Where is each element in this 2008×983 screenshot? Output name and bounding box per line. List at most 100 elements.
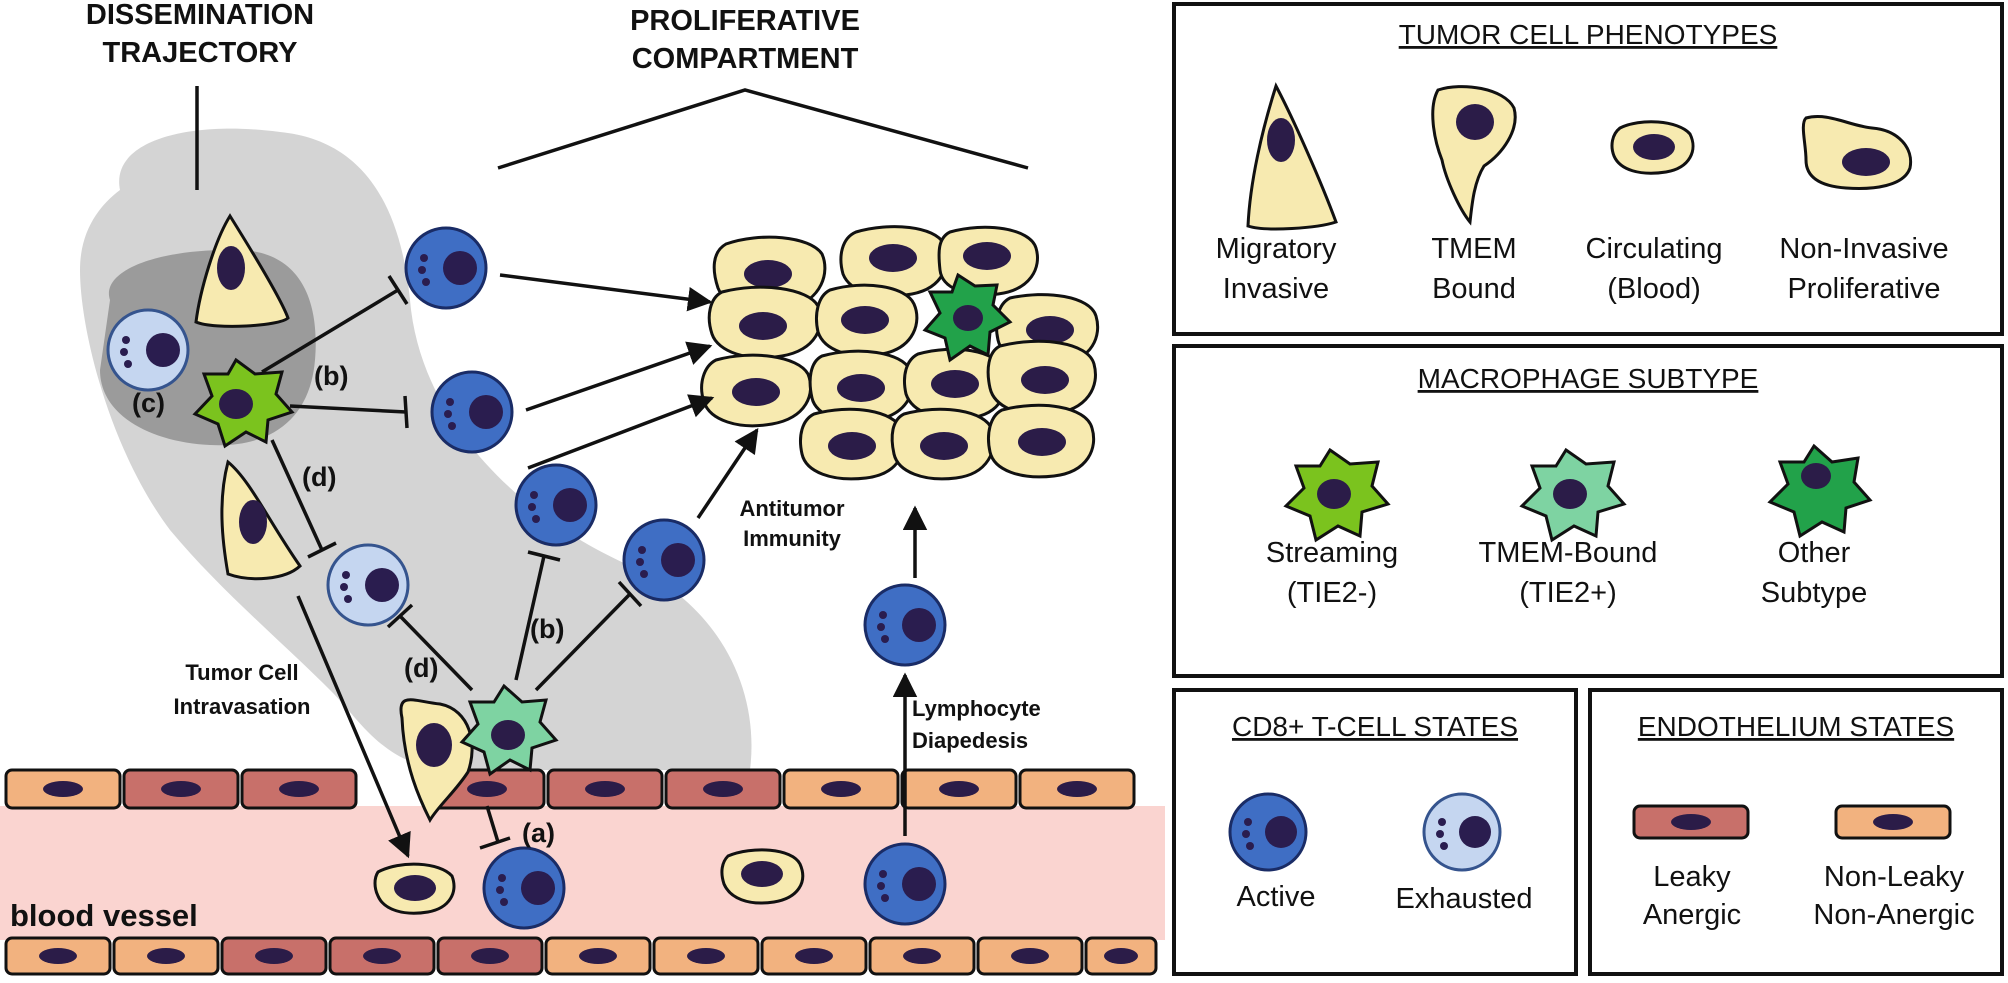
arrow-tcell-to-tumor [696, 427, 759, 519]
legend-active-granule [1242, 830, 1250, 838]
legend-migratory-label: Migratory [1216, 233, 1337, 265]
legend-migratory-cell [1246, 82, 1338, 231]
dissemination-label: TRAJECTORY [103, 37, 298, 69]
legend-exhausted-granule [1440, 842, 1448, 850]
tumor-cell-proliferative [707, 285, 823, 360]
endothelial-cell [1018, 768, 1136, 810]
tumor-cell-proliferative [815, 283, 919, 358]
blood-vessel-label: blood vessel [10, 898, 198, 933]
inhibition-d-bar [386, 603, 414, 629]
tumor-cell-proliferative [839, 225, 949, 298]
tumor-cell-proliferative [808, 349, 915, 424]
diapedesis-label: Lymphocyte [912, 696, 1041, 721]
inhibition-b [289, 404, 407, 414]
compartment-bracket [497, 88, 1029, 170]
legend-migratory-label: Invasive [1223, 273, 1329, 305]
legend-streaming-nucleus [1317, 479, 1351, 509]
legend-active-label: Active [1237, 881, 1316, 913]
legend-macrophage-title: MACROPHAGE SUBTYPE [1418, 363, 1759, 394]
legend-active-granule [1246, 842, 1254, 850]
legend-leaky-label: Leaky [1653, 861, 1731, 893]
legend-tmem-macrophage-nucleus [1553, 479, 1587, 509]
legend-proliferative-label: Non-Invasive [1779, 233, 1948, 265]
endothelial-cell [782, 768, 900, 810]
endothelial-cell [664, 768, 782, 810]
legend-proliferative-label: Proliferative [1787, 273, 1940, 305]
letter-b: (b) [314, 361, 348, 391]
legend-active-granule [1244, 818, 1252, 826]
endothelial-cell [1084, 936, 1158, 976]
letter-b: (b) [530, 614, 564, 644]
endothelial-cell [328, 936, 436, 976]
legend-tmem-cell [1431, 85, 1517, 226]
arrow-intravasation [296, 595, 411, 859]
tumor-cell-circulating [720, 848, 805, 905]
legend-nonleaky-nucleus [1873, 814, 1913, 830]
inhibition-b [534, 592, 632, 692]
inhibition-b [261, 288, 399, 374]
legend-circulating-nucleus [1633, 134, 1675, 160]
inhibition-b-bar [617, 580, 643, 608]
legend-exhausted-tcell-nucleus [1459, 816, 1491, 848]
arrows [195, 86, 1029, 859]
intravasation-label: Tumor Cell [185, 660, 298, 685]
legend-streaming-label: Streaming [1266, 537, 1398, 569]
antitumor-label: Immunity [743, 526, 842, 551]
legend-endothelium-title: ENDOTHELIUM STATES [1638, 711, 1954, 742]
legend-exhausted-granule [1438, 818, 1446, 826]
antitumor-label: Antitumor [739, 496, 845, 521]
endothelium-top-row [4, 768, 1136, 810]
inhibition-d [398, 614, 474, 692]
tcell-active [514, 463, 598, 547]
inhibition-d-bar [307, 541, 337, 559]
tcell-exhausted [326, 543, 410, 627]
letter-d: (d) [404, 653, 438, 683]
legend-tmem-macrophage-label: (TIE2+) [1519, 577, 1617, 609]
tumor-cell-proliferative [700, 353, 813, 428]
endothelial-cell [760, 936, 868, 976]
endothelial-cell [4, 768, 122, 810]
legend-tcell-states: CD8+ T-CELL STATES Active Exhausted [1172, 688, 1578, 976]
legend-active-tcell-nucleus [1265, 816, 1297, 848]
legend-tumor-title: TUMOR CELL PHENOTYPES [1399, 19, 1778, 50]
tcell-exhausted [106, 308, 190, 392]
legend-leaky-nucleus [1671, 814, 1711, 830]
legend-other-macrophage-label: Other [1778, 537, 1851, 569]
tcell-active [430, 370, 514, 454]
endothelial-cell [4, 936, 112, 976]
legend-exhausted-label: Exhausted [1395, 883, 1532, 915]
tcell-active [863, 842, 947, 926]
diapedesis-label: Diapedesis [912, 728, 1028, 753]
legend-other-macrophage-nucleus [1801, 463, 1831, 489]
tumor-cell-proliferative [799, 407, 906, 481]
tcell-active [863, 583, 947, 667]
legend-tmem-label: Bound [1432, 273, 1516, 305]
inhibition-a-bar [479, 836, 511, 850]
arrow-tcell-to-tumor [527, 394, 715, 470]
tcell-active [404, 226, 488, 310]
tumor-mass [700, 225, 1100, 481]
macrophage-other [922, 272, 1013, 363]
dissemination-label: DISSEMINATION [86, 0, 314, 31]
inhibition-a [485, 805, 500, 843]
endothelial-cell [652, 936, 760, 976]
legend-proliferative-nucleus [1842, 148, 1890, 176]
endothelial-cell [868, 936, 976, 976]
legend-migratory-nucleus [1267, 118, 1295, 162]
legend-circulating-label: Circulating [1586, 233, 1723, 265]
legend-streaming-label: (TIE2-) [1287, 577, 1377, 609]
inhibition-d [270, 439, 324, 551]
letter-a: (a) [522, 818, 555, 848]
legend-tmem-nucleus [1456, 104, 1494, 140]
tumor-cell-circulating [373, 862, 456, 915]
endothelium-bottom-row [4, 936, 1158, 976]
inhibition-b-bar [387, 275, 409, 305]
tumor-cell-tmem-bound [399, 698, 474, 824]
legend-other-macrophage [1767, 443, 1873, 539]
endothelial-cell [220, 936, 328, 976]
endothelial-cell [976, 936, 1084, 976]
legend-nonleaky-label: Non-Leaky [1824, 861, 1965, 893]
legend-tcell-title: CD8+ T-CELL STATES [1232, 711, 1518, 742]
